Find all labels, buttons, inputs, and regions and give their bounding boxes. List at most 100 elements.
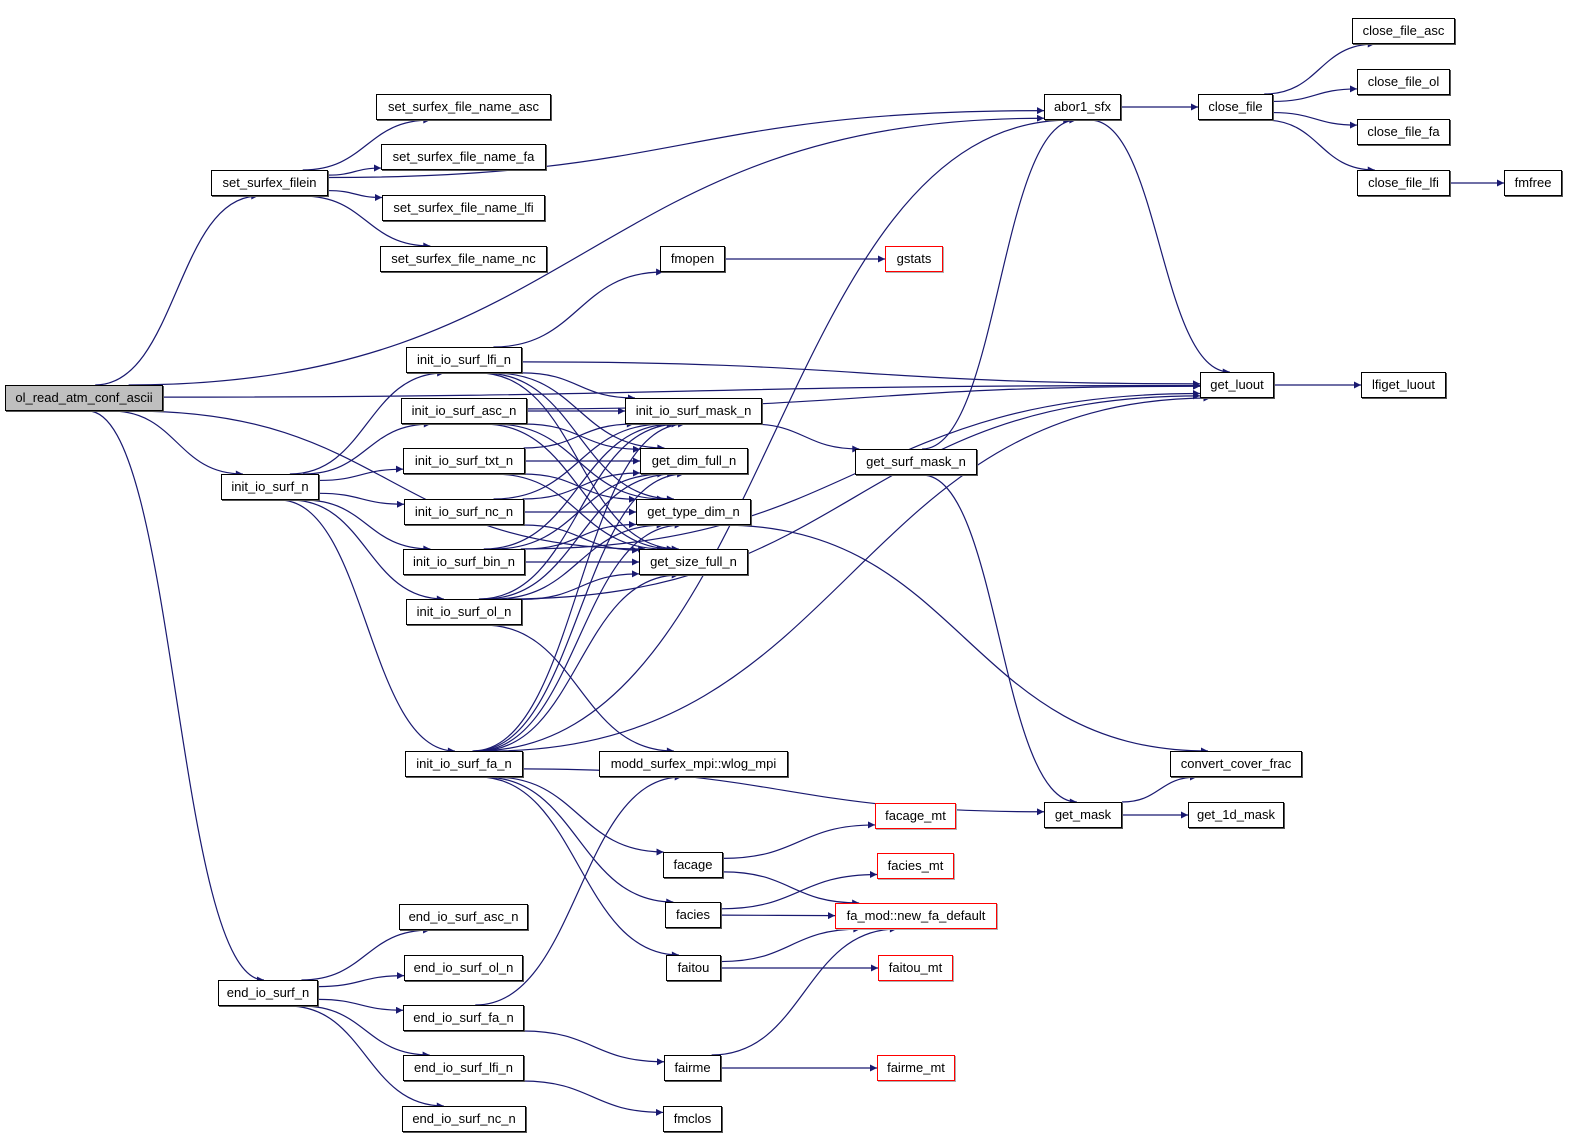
node-get-surf-mask-n[interactable]: get_surf_mask_n <box>855 449 977 475</box>
edge-set_surfex_filein-to-abor1_sfx <box>327 107 1045 179</box>
edge-init_io_surf_lfi_n-to-fmopen <box>493 268 664 348</box>
edge-init_io_surf_bin_n-to-init_io_surf_mask_n <box>483 420 674 550</box>
node-fa-mod-new-fa-default[interactable]: fa_mod::new_fa_default <box>835 903 997 929</box>
node-init-io-surf-ol-n[interactable]: init_io_surf_ol_n <box>406 599 522 625</box>
node-facage[interactable]: facage <box>663 852 723 878</box>
node-init-io-surf-txt-n[interactable]: init_io_surf_txt_n <box>403 448 525 474</box>
edge-init_io_surf_n-to-init_io_surf_lfi_n <box>289 369 445 475</box>
edge-close_file-to-close_file_lfi <box>1264 119 1375 174</box>
node-faitou[interactable]: faitou <box>666 955 721 981</box>
edge-get_mask-to-convert_cover_frac <box>1121 773 1198 803</box>
node-close-file-fa[interactable]: close_file_fa <box>1357 119 1450 145</box>
node-get-dim-full-n[interactable]: get_dim_full_n <box>640 448 748 474</box>
edge-init_io_surf_ol_n-to-init_io_surf_mask_n <box>478 420 679 600</box>
edge-init_io_surf_fa_n-to-faitou <box>478 776 679 959</box>
node-fairme-mt[interactable]: fairme_mt <box>877 1055 955 1081</box>
edge-get_surf_mask_n-to-abor1_sfx <box>922 116 1077 450</box>
node-facies-mt[interactable]: facies_mt <box>877 853 954 879</box>
node-close-file-ol[interactable]: close_file_ol <box>1357 69 1450 95</box>
edge-ol_read_atm_conf_ascii-to-set_surfex_filein <box>95 192 259 386</box>
node-set-surfex-file-name-asc[interactable]: set_surfex_file_name_asc <box>376 94 551 120</box>
node-get-luout[interactable]: get_luout <box>1200 372 1274 398</box>
node-end-io-surf-fa-n[interactable]: end_io_surf_fa_n <box>403 1005 524 1031</box>
edge-close_file-to-close_file_fa <box>1272 111 1358 129</box>
node-close-file-asc[interactable]: close_file_asc <box>1352 18 1455 44</box>
node-end-io-surf-asc-n[interactable]: end_io_surf_asc_n <box>399 904 528 930</box>
edge-abor1_sfx-to-get_luout <box>1089 119 1230 376</box>
edge-init_io_surf_fa_n-to-get_type_dim_n <box>475 521 682 752</box>
node-end-io-surf-n[interactable]: end_io_surf_n <box>218 980 318 1006</box>
edge-init_io_surf_fa_n-to-get_size_full_n <box>478 571 679 752</box>
node-init-io-surf-fa-n[interactable]: init_io_surf_fa_n <box>405 751 523 777</box>
node-faitou-mt[interactable]: faitou_mt <box>878 955 953 981</box>
node-init-io-surf-bin-n[interactable]: init_io_surf_bin_n <box>403 549 525 575</box>
edge-init_io_surf_nc_n-to-get_size_full_n <box>523 524 640 554</box>
node-init-io-surf-nc-n[interactable]: init_io_surf_nc_n <box>404 499 524 525</box>
node-facage-mt[interactable]: facage_mt <box>875 803 956 829</box>
node-get-1d-mask[interactable]: get_1d_mask <box>1188 802 1284 828</box>
node-init-io-surf-asc-n[interactable]: init_io_surf_asc_n <box>401 398 527 424</box>
node-lfiget-luout[interactable]: lfiget_luout <box>1361 372 1446 398</box>
node-convert-cover-frac[interactable]: convert_cover_frac <box>1170 751 1302 777</box>
node-fmfree[interactable]: fmfree <box>1504 170 1562 196</box>
edge-end_io_surf_n-to-end_io_surf_ol_n <box>317 972 405 988</box>
edge-facage-to-fa_mod_new_fa_default <box>722 871 860 907</box>
node-fairme[interactable]: fairme <box>664 1055 721 1081</box>
edge-end_io_surf_n-to-end_io_surf_lfi_n <box>301 1005 430 1059</box>
node-set-surfex-file-name-lfi[interactable]: set_surfex_file_name_lfi <box>382 195 545 221</box>
edge-get_surf_mask_n-to-get_mask <box>922 474 1077 806</box>
edge-init_io_surf_n-to-init_io_surf_bin_n <box>303 499 431 553</box>
edge-end_io_surf_n-to-end_io_surf_asc_n <box>301 926 431 981</box>
edge-init_io_surf_bin_n-to-get_type_dim_n <box>523 521 637 550</box>
edge-end_io_surf_n-to-end_io_surf_fa_n <box>317 998 404 1014</box>
edge-init_io_surf_n-to-init_io_surf_ol_n <box>290 499 444 603</box>
edge-set_surfex_filein-to-set_surfex_file_name_fa <box>327 164 382 176</box>
edge-end_io_surf_n-to-end_io_surf_nc_n <box>288 1005 444 1110</box>
node-end-io-surf-lfi-n[interactable]: end_io_surf_lfi_n <box>403 1055 524 1081</box>
node-get-size-full-n[interactable]: get_size_full_n <box>639 549 748 575</box>
edge-init_io_surf_nc_n-to-get_dim_full_n <box>522 469 641 500</box>
edge-init_io_surf_n-to-init_io_surf_asc_n <box>303 420 431 475</box>
edge-ol_read_atm_conf_ascii-to-abor1_sfx <box>128 114 1045 386</box>
node-init-io-surf-mask-n[interactable]: init_io_surf_mask_n <box>625 398 762 424</box>
edge-init_io_surf_fa_n-to-abor1_sfx <box>476 116 1071 752</box>
node-fmclos[interactable]: fmclos <box>663 1106 722 1132</box>
edge-facies-to-facies_mt <box>720 870 878 910</box>
node-gstats[interactable]: gstats <box>885 246 943 272</box>
edge-init_io_surf_ol_n-to-modd_surfex_mpi_wlog_mpi <box>483 624 674 755</box>
edge-init_io_surf_n-to-init_io_surf_txt_n <box>318 465 404 482</box>
edge-close_file-to-close_file_asc <box>1264 40 1375 95</box>
node-ol-read-atm-conf-ascii: ol_read_atm_conf_ascii <box>5 385 163 411</box>
node-set-surfex-filein[interactable]: set_surfex_filein <box>211 170 328 196</box>
edge-get_type_dim_n-to-convert_cover_frac <box>721 524 1209 755</box>
edge-init_io_surf_ol_n-to-get_type_dim_n <box>493 521 664 600</box>
edge-end_io_surf_fa_n-to-fairme <box>523 1030 665 1066</box>
node-get-mask[interactable]: get_mask <box>1044 802 1122 828</box>
edge-set_surfex_filein-to-set_surfex_file_name_nc <box>302 195 431 250</box>
node-get-type-dim-n[interactable]: get_type_dim_n <box>636 499 751 525</box>
node-close-file[interactable]: close_file <box>1198 94 1273 120</box>
edge-set_surfex_filein-to-set_surfex_file_name_lfi <box>327 189 383 201</box>
edge-init_io_surf_mask_n-to-get_surf_mask_n <box>750 423 860 453</box>
edge-faitou-to-fa_mod_new_fa_default <box>720 925 861 963</box>
edge-init_io_surf_lfi_n-to-init_io_surf_mask_n <box>521 372 636 402</box>
edge-close_file-to-close_file_ol <box>1272 85 1358 103</box>
node-modd-surfex-mpi-wlog-mpi[interactable]: modd_surfex_mpi::wlog_mpi <box>599 751 788 777</box>
node-set-surfex-file-name-fa[interactable]: set_surfex_file_name_fa <box>381 144 546 170</box>
edge-init_io_surf_ol_n-to-get_dim_full_n <box>483 470 675 600</box>
node-close-file-lfi[interactable]: close_file_lfi <box>1357 170 1450 196</box>
node-init-io-surf-lfi-n[interactable]: init_io_surf_lfi_n <box>406 347 522 373</box>
edge-init_io_surf_nc_n-to-init_io_surf_mask_n <box>493 420 664 500</box>
node-init-io-surf-n[interactable]: init_io_surf_n <box>221 474 319 500</box>
node-set-surfex-file-name-nc[interactable]: set_surfex_file_name_nc <box>380 246 547 272</box>
node-facies[interactable]: facies <box>665 902 721 928</box>
edge-ol_read_atm_conf_ascii-to-end_io_surf_n <box>88 410 264 984</box>
node-end-io-surf-ol-n[interactable]: end_io_surf_ol_n <box>404 955 523 981</box>
node-fmopen[interactable]: fmopen <box>660 246 725 272</box>
node-abor1-sfx[interactable]: abor1_sfx <box>1044 94 1121 120</box>
node-end-io-surf-nc-n[interactable]: end_io_surf_nc_n <box>402 1106 526 1132</box>
edge-ol_read_atm_conf_ascii-to-get_size_full_n <box>132 410 646 553</box>
edge-init_io_surf_asc_n-to-get_dim_full_n <box>523 423 641 453</box>
